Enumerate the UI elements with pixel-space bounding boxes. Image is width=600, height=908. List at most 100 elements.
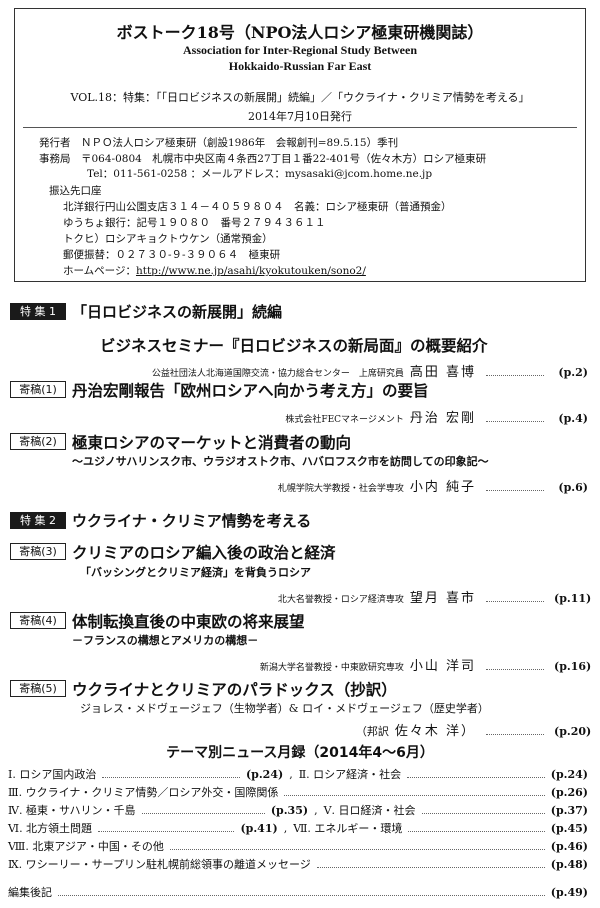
news-page-vi: (p.41) [240,822,278,835]
news-row-6: Ⅸ. ワシーリー・サープリン駐札幌前総領事の離道メッセージ (p.48) [8,856,588,872]
news-page-vii: (p.45) [550,822,589,835]
article4-affiliation: 新潟大学名誉教授・中東欧研究専攻 [259,663,404,673]
afterword-label: 編集後記 [8,886,52,899]
news-item-i: Ⅰ. ロシア国内政治 [8,768,97,781]
english-title-line2: Hokkaido-Russian Far East [228,59,372,73]
english-title-line1: Association for Inter-Regional Study Bet… [183,43,417,57]
article5-tag: 寄稿(5) [10,680,66,697]
article5-subtitle: ジョレス・メドヴェージェフ（生物学者）& ロイ・メドヴェージェフ（歴史学者） [80,702,489,715]
news-row-2: Ⅲ. ウクライナ・クリミア情勢／ロシア外交・国際関係 (p.26) [8,784,588,800]
article2-affiliation: 札幌学院大学教授・社会学専攻 [277,484,404,494]
news-row-4: Ⅵ. 北方領土問題 (p.41) , Ⅶ. エネルギー・環境 (p.45) [8,820,588,836]
article4-title: 体制転換直後の中東欧の将来展望 [72,612,305,631]
article3-author: 望月 喜市 [409,591,476,606]
article1-leader-dots [486,415,544,422]
news-page-ix: (p.48) [550,858,588,871]
article4-page: (p.16) [554,660,592,673]
leader-dots [141,805,265,814]
news-item-iv: Ⅳ. 極東・サハリン・千島 [8,804,136,817]
news-page-i: (p.24) [245,768,284,781]
article3-subtitle: 「バッシングとクリミア経済」を背負うロシア [80,566,311,579]
postal-transfer: 郵便振替：０２７３０-９-３９０６４ 極東研 [63,249,281,261]
article5-title: ウクライナとクリミアのパラドックス（抄訳） [72,680,397,699]
bank-heading: 振込先口座 [49,185,102,197]
seminar-page: (p.2) [558,366,588,379]
article1-title: 丹治宏剛報告「欧州ロシアへ向かう考え方」の要旨 [72,381,429,400]
news-page-v: (p.37) [550,804,589,817]
article2-author-row: 札幌学院大学教授・社会学専攻 小内 純子 (p.6) [200,476,588,495]
masthead-box: ボストーク18号（NPO法人ロシア極東研機関誌） Association for… [14,8,586,282]
article2-subtitle: ～ユジノサハリンスク市、ウラジオストク市、ハバロフスク市を訪問しての印象記～ [72,455,489,468]
article1-affiliation: 株式会社FECマネージメント [285,415,404,425]
seminar-title: ビジネスセミナー『日ロビジネスの新局面』の概要紹介 [100,336,488,355]
news-item-vii: Ⅶ. エネルギー・環境 [293,822,403,835]
leader-dots [408,823,545,832]
news-index-title: テーマ別ニュース月録（2014年4～6月） [166,745,434,761]
seminar-leader-dots [486,369,544,376]
homepage-link[interactable]: http://www.ne.jp/asahi/kyokutouken/sono2… [135,265,366,277]
article4-author: 小山 洋司 [409,659,476,674]
special1-tag: 特 集 1 [10,303,66,320]
office-address: 事務局 〒064-0804 札幌市中央区南４条西27丁目１番22-401号（佐々… [39,153,487,165]
article4-author-row: 新潟大学名誉教授・中東欧研究専攻 小山 洋司 (p.16) [200,655,592,674]
news-page-iv: (p.35) [270,804,309,817]
publisher-line: 発行者 ＮＰＯ法人ロシア極東研（創設1986年 会報創刊=89.5.15）季刊 [39,137,399,149]
article1-author-row: 株式会社FECマネージメント 丹治 宏剛 (p.4) [200,407,588,426]
article2-author: 小内 純子 [409,480,476,495]
article4-subtitle: －フランスの構想とアメリカの構想－ [72,634,259,647]
special1-title: 「日ロビジネスの新展開」続編 [72,303,283,321]
leader-dots [316,859,545,868]
header-divider [23,127,577,128]
homepage-line: ホームページ：http://www.ne.jp/asahi/kyokutouke… [63,263,366,278]
leader-dots [169,841,545,850]
article5-translator: 佐々木 洋） [394,724,476,739]
article2-leader-dots [486,484,544,491]
article3-leader-dots [486,595,544,602]
news-row-5: Ⅷ. 北東アジア・中国・その他 (p.46) [8,838,588,854]
bank-account-name: トクヒ）ロシアキョクトウケン（通常預金） [63,233,273,245]
leader-dots [284,787,545,796]
news-item-iii: Ⅲ. ウクライナ・クリミア情勢／ロシア外交・国際関係 [8,786,279,799]
article3-affiliation: 北大名誉教授・ロシア経済専攻 [277,595,404,605]
news-page-viii: (p.46) [550,840,588,853]
special2-title: ウクライナ・クリミア情勢を考える [72,512,312,530]
article4-tag: 寄稿(4) [10,612,66,629]
separator-comma: , [283,822,288,835]
seminar-author: 高田 喜博 [409,365,476,380]
news-item-vi: Ⅵ. 北方領土問題 [8,822,93,835]
article1-author: 丹治 宏剛 [409,411,476,426]
article2-title: 極東ロシアのマーケットと消費者の動向 [72,433,352,452]
bank-yucho: ゆうちょ銀行：記号１９０８０ 番号２７９４３６１１ [63,217,326,229]
afterword-row: 編集後記 (p.49) [8,884,588,900]
news-item-viii: Ⅷ. 北東アジア・中国・その他 [8,840,164,853]
news-row-1: Ⅰ. ロシア国内政治 (p.24) , Ⅱ. ロシア経済・社会 (p.24) [8,766,588,782]
issue-date: 2014年7月10日発行 [248,110,352,123]
separator-comma: , [289,768,293,781]
news-item-ix: Ⅸ. ワシーリー・サープリン駐札幌前総領事の離道メッセージ [8,858,311,871]
news-row-3: Ⅳ. 極東・サハリン・千島 (p.35) , Ⅴ. 日ロ経済・社会 (p.37) [8,802,588,818]
article5-affiliation: （邦訳 [355,725,389,738]
homepage-label: ホームページ： [63,265,136,277]
leader-dots [421,805,545,814]
afterword-page: (p.49) [550,886,588,899]
volume-line: VOL.18：特集：「「日ロビジネスの新展開」続編」／「ウクライナ・クリミア情勢… [70,91,530,104]
article3-page: (p.11) [554,592,592,605]
article2-page: (p.6) [558,481,588,494]
article3-title: クリミアのロシア編入後の政治と経済 [72,543,336,562]
leader-dots [102,769,240,778]
special2-tag: 特 集 2 [10,512,66,529]
leader-dots [58,887,545,896]
article4-leader-dots [486,663,544,670]
bank-hokuyo: 北洋銀行円山公園支店３１４－４０５９８０４ 名義：ロシア極東研（普通預金） [63,201,452,213]
article3-author-row: 北大名誉教授・ロシア経済専攻 望月 喜市 (p.11) [200,587,592,606]
journal-title: ボストーク18号（NPO法人ロシア極東研機関誌） [116,23,484,42]
news-item-ii: Ⅱ. ロシア経済・社会 [298,768,402,781]
article5-leader-dots [486,728,544,735]
contact-line: Tel：011-561-0258 ：メールアドレス：mysasaki@jcom.… [87,168,433,180]
seminar-author-row: 公益社団法人北海道国際交流・協力総合センター 上席研究員 高田 喜博 (p.2) [120,361,588,380]
leader-dots [98,823,235,832]
news-item-v: Ⅴ. 日ロ経済・社会 [323,804,416,817]
article1-page: (p.4) [558,412,588,425]
article3-tag: 寄稿(3) [10,543,66,560]
article1-tag: 寄稿(1) [10,381,66,398]
